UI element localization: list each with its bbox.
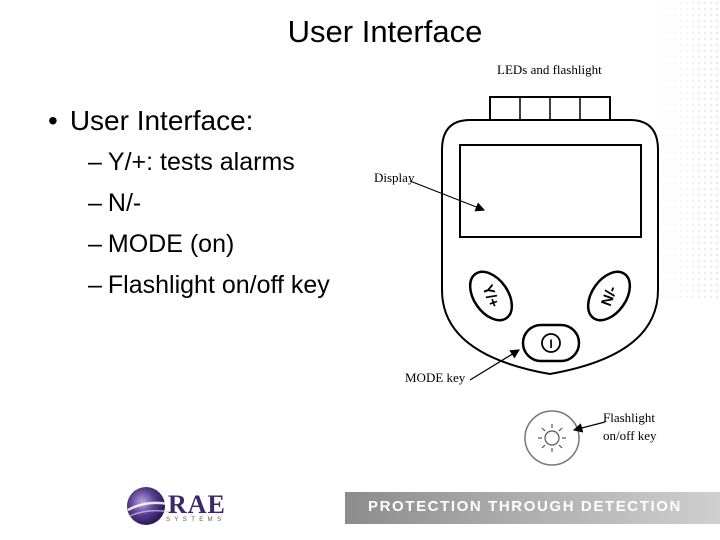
decorative-corner-fade	[650, 0, 720, 320]
mode-key[interactable]	[521, 323, 581, 363]
no-minus-key-label: N/-	[598, 284, 621, 309]
display-arrow	[409, 180, 486, 212]
mode-key-symbol: I	[549, 337, 552, 351]
no-minus-key[interactable]	[580, 264, 639, 328]
display-screen	[459, 144, 642, 238]
flashlight-key[interactable]	[524, 410, 580, 466]
sub-bullet-mode-key: –MODE (on)	[88, 230, 235, 258]
annotation-flashlight-line1: Flashlight	[603, 410, 656, 425]
yes-plus-key-label: Y/+	[479, 282, 503, 310]
sub-bullet-text: Flashlight on/off key	[107, 271, 330, 299]
sun-icon	[538, 424, 566, 452]
sub-bullet-text: Y/+: tests alarms	[107, 148, 295, 176]
footer-tagline: PROTECTION THROUGH DETECTION	[368, 498, 682, 515]
logo-subtext: SYSTEMS	[166, 517, 226, 523]
main-bullet: •User Interface:	[48, 105, 254, 136]
sub-bullet-text: MODE (on)	[107, 230, 235, 258]
annotation-display: Display	[374, 170, 415, 185]
sub-bullet-no-key: –N/-	[88, 189, 142, 217]
rae-logo	[127, 487, 171, 525]
annotation-leds: LEDs and flashlight	[497, 62, 602, 77]
annotation-mode-key: MODE key	[405, 370, 466, 385]
annotation-flashlight-line2: on/off key	[603, 428, 657, 443]
main-bullet-text: User Interface:	[69, 105, 254, 136]
sub-bullet-yes-key: –Y/+: tests alarms	[88, 148, 295, 176]
yes-plus-key[interactable]	[462, 264, 521, 328]
footer-bar	[345, 492, 720, 524]
flashlight-arrow	[572, 421, 606, 433]
globe-icon	[127, 487, 165, 525]
logo-text: RAE	[168, 490, 226, 519]
sub-bullet-flashlight-key: –Flashlight on/off key	[88, 271, 330, 299]
slide-title: User Interface	[287, 14, 483, 49]
led-strip	[489, 96, 611, 124]
mode-key-arrow	[469, 349, 521, 381]
sub-bullet-text: N/-	[107, 189, 142, 217]
